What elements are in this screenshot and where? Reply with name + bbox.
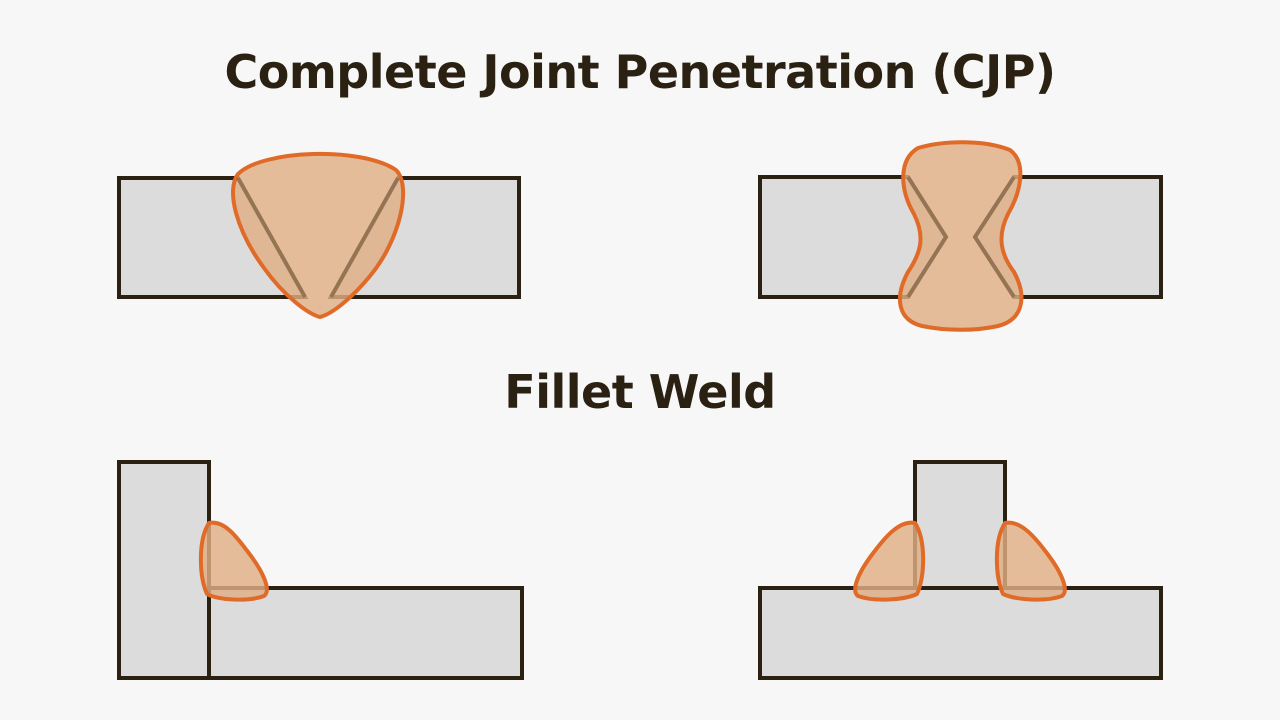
- double-v-groove-cjp: [758, 140, 1163, 332]
- corner-joint-fillet: [117, 460, 524, 680]
- t-joint-double-fillet: [758, 460, 1163, 680]
- right-fillet-weld-bead: [994, 520, 1067, 602]
- cjp-title: Complete Joint Penetration (CJP): [224, 45, 1056, 99]
- horizontal-plate: [207, 586, 524, 680]
- weld-bead: [231, 151, 406, 319]
- bevel-line-left: [236, 177, 307, 298]
- fillet-weld-title: Fillet Weld: [504, 365, 776, 419]
- weld-bead: [898, 140, 1024, 332]
- single-v-groove-cjp: [117, 151, 521, 319]
- bevel-line-right: [329, 177, 400, 298]
- vertical-plate: [117, 460, 211, 680]
- left-fillet-weld-bead: [853, 520, 926, 602]
- bevel-line-upper-left: [906, 175, 949, 299]
- bevel-line-upper-right: [972, 175, 1016, 299]
- base-plate: [758, 586, 1163, 680]
- fillet-weld-bead: [198, 520, 269, 602]
